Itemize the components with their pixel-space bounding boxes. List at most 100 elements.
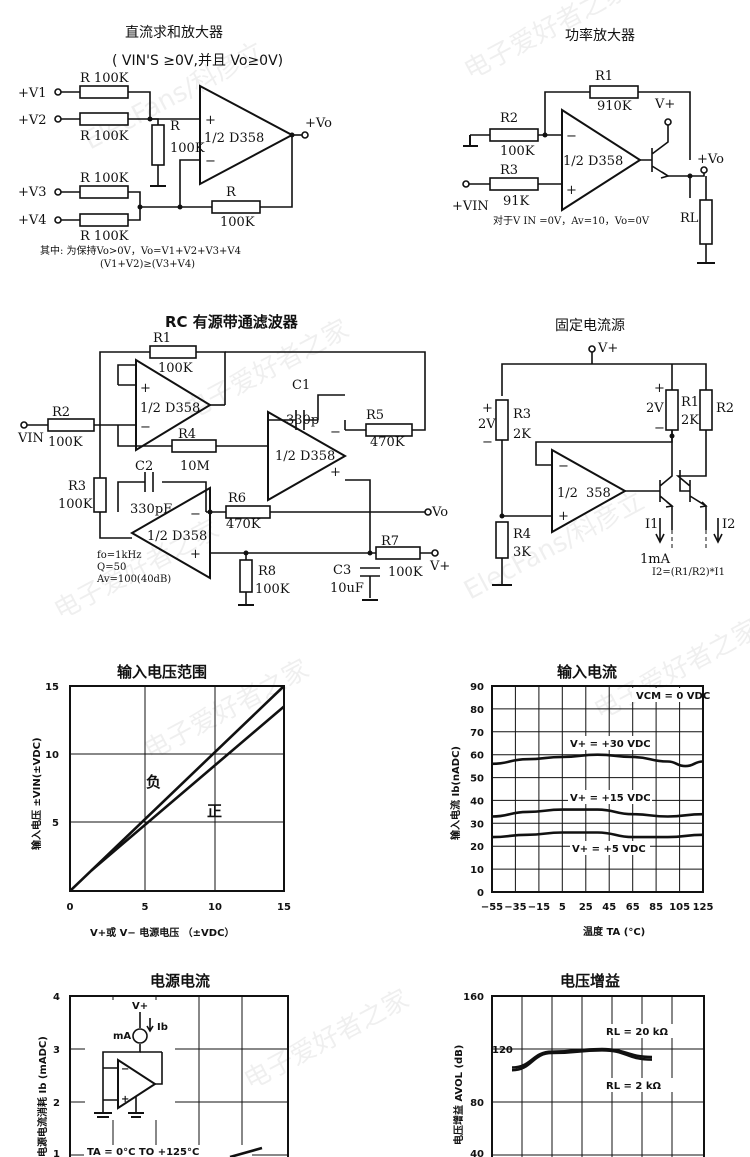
svg-text:−: − [566, 129, 577, 144]
chart4-ytick-40: 40 [470, 1149, 484, 1157]
svg-text:+: + [482, 401, 493, 416]
opamp-a1-label: 1/2 D358 [204, 131, 264, 146]
chart3-ytick-1: 1 [53, 1149, 60, 1157]
power-r1-label: R1 [595, 69, 613, 84]
chart1-xtick-5: 5 [142, 902, 149, 913]
rc-bandpass-filter: RC 有源带通滤波器 R1 100K + − 1/2 D358 VIN R2 1… [17, 313, 450, 606]
chart2-ytick: 70 [470, 728, 484, 739]
chart3-inset-circuit: V+ mA Ib − + [85, 1000, 175, 1120]
rc-r4-label: R4 [178, 427, 196, 442]
chart1-series [69, 685, 285, 892]
input-v3-label: +V3 [18, 185, 47, 200]
svg-text:电子爱好者之家: 电子爱好者之家 [179, 314, 354, 426]
opamp-a1 [199, 84, 295, 186]
resistor-r2-label: R 100K [80, 129, 129, 144]
rc-r1-value: 100K [158, 361, 193, 376]
opamp-filter-c [129, 486, 211, 580]
chart1-xtick-10: 10 [208, 902, 222, 913]
cs-formula: I2=(R1/R2)*I1 [652, 567, 725, 578]
resistor-r-feedback [211, 200, 261, 214]
input-v2-label: +V2 [18, 113, 47, 128]
chart3-inset-supply: V+ [132, 1001, 148, 1012]
resistor-r-input-3 [79, 185, 129, 199]
chart1-label-negative: 负 [146, 773, 161, 791]
rc-spec-av: Av=100(40dB) [96, 574, 171, 585]
chart2-xtick: 125 [693, 902, 714, 913]
chart2-xtick: −55 [481, 902, 503, 913]
chart1-ytick-15: 15 [45, 682, 59, 693]
chart1-xtick-0: 0 [67, 902, 74, 913]
chart1-label-positive: 正 [207, 802, 222, 820]
chart2-ylabel: 输入电流 Ib(nADC) [449, 746, 462, 840]
chart1-title: 输入电压范围 [117, 663, 207, 681]
svg-text:+: + [566, 183, 577, 198]
resistor-r2-100k [489, 128, 539, 142]
rc-c3-label: C3 [333, 563, 351, 578]
power-input-label: +VIN [452, 199, 489, 214]
chart2-ytick: 0 [477, 888, 484, 899]
power-r2-value: 100K [500, 144, 535, 159]
resistor-r1-label: R 100K [80, 71, 129, 86]
rc-r3-value: 100K [58, 497, 93, 512]
chart2-xtick: −15 [528, 902, 550, 913]
svg-text:+: + [558, 509, 569, 524]
svg-text:+: + [140, 381, 151, 396]
chart4-label-20k: RL = 20 kΩ [606, 1027, 668, 1038]
chart4-line-1 [511, 1048, 653, 1072]
chart4-title: 电压增益 [560, 972, 620, 990]
chart3-annotation: TA = 0°C TO +125°C [87, 1147, 199, 1157]
chart2-ytick: 60 [470, 751, 484, 762]
chart3-ytick-4: 4 [53, 992, 60, 1003]
power-output-label: +Vo [697, 152, 724, 167]
dc-summing-condition: ( VIN'S ≥0V,并且 Vo≥0V) [112, 53, 283, 69]
current-source-title: 固定电流源 [555, 318, 625, 334]
r-shunt-value: 100K [170, 141, 205, 156]
cs-v-right-label: 2V [646, 401, 664, 416]
svg-text:−: − [654, 421, 665, 436]
power-r3-label: R3 [500, 163, 518, 178]
svg-text:−: − [190, 507, 201, 522]
power-load-label: RL [680, 211, 699, 226]
svg-text:+: + [190, 547, 201, 562]
chart2-ytick: 50 [470, 774, 484, 785]
chart2-xtick: 45 [602, 902, 616, 913]
opamp-current-source [551, 448, 628, 534]
input-v1-label: +V1 [18, 86, 47, 101]
power-amp-title: 功率放大器 [565, 27, 635, 44]
rc-r8-label: R8 [258, 564, 276, 579]
dc-summing-title: 直流求和放大器 [125, 24, 223, 41]
cs-r1-label: R1 [681, 395, 699, 410]
svg-text:−: − [558, 459, 569, 474]
resistor-r3-label: R 100K [80, 171, 129, 186]
chart-supply-current: 电源电流 4 3 2 1 电源电流消耗 Ib (mADC) V+ mA Ib −… [36, 972, 289, 1157]
chart2-line-0 [491, 753, 704, 768]
rc-spec-q: Q=50 [97, 562, 126, 573]
chart2-ytick: 40 [470, 796, 484, 807]
chart3-inset-meter: mA [113, 1031, 131, 1042]
chart4-ytick-80: 80 [470, 1098, 484, 1109]
chart4-series [511, 1047, 653, 1072]
dc-summing-note: 其中: 为保持Vo>0V，Vo=V1+V2+V3+V4 [40, 244, 241, 257]
chart2-line-2 [491, 831, 704, 839]
resistor-r3-91k [489, 177, 539, 191]
chart2-line-1 [491, 808, 704, 818]
chart2-xtick: 5 [559, 902, 566, 913]
cs-v-left-label: 2V [478, 417, 496, 432]
chart2-xtick: 25 [579, 902, 593, 913]
rc-filter-title: RC 有源带通滤波器 [165, 313, 299, 331]
rc-r6-label: R6 [228, 491, 246, 506]
resistor-r1-910k [589, 85, 639, 99]
rc-r7-value: 100K [388, 565, 423, 580]
opamp-a2 [561, 108, 642, 212]
rc-r6-value: 470K [226, 517, 261, 532]
chart2-ytick: 30 [470, 819, 484, 830]
cs-r4-label: R4 [513, 527, 531, 542]
svg-text:+: + [654, 381, 665, 396]
rc-c3-value: 10uF [330, 581, 364, 596]
r-feedback-label: R [226, 185, 237, 200]
r-shunt-label: R [170, 119, 181, 134]
cs-opamp-num: 358 [586, 486, 611, 501]
cs-i1-value: 1mA [640, 552, 671, 567]
